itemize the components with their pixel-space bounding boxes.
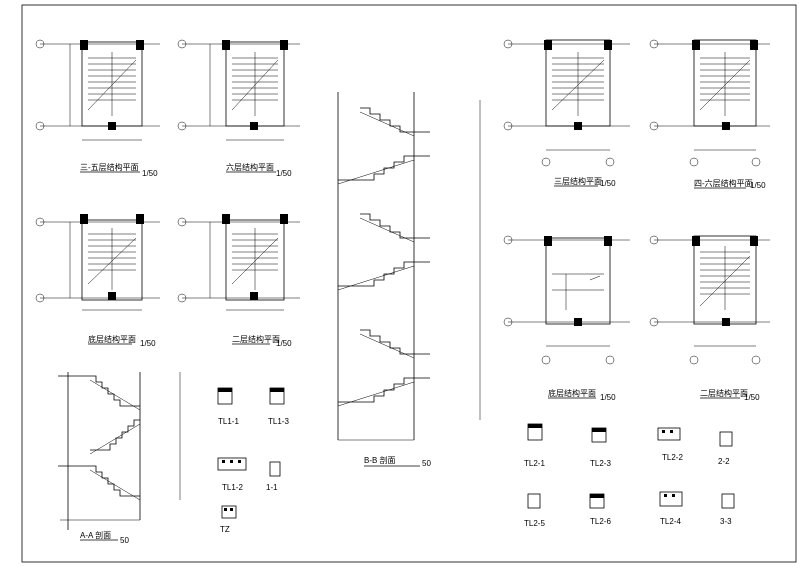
section-aa-title: A-A 剖面 [80, 530, 111, 540]
detail-label-tl1-3: TL1-3 [268, 417, 289, 426]
plan-6-scale: 1/50 [750, 181, 766, 190]
detail-label-tl1-1: TL1-1 [218, 417, 239, 426]
section-aa-scale: 50 [120, 536, 129, 545]
detail-label-1-1: 1-1 [266, 483, 278, 492]
detail-label-2-2: 2-2 [718, 457, 730, 466]
detail-label-tl2-5: TL2-5 [524, 519, 545, 528]
detail-label-tl2-1: TL2-1 [524, 459, 545, 468]
detail-label-tl1-2: TL1-2 [222, 483, 243, 492]
plan-2-title: 六层结构平面 [226, 162, 274, 172]
plan-2nd-floor-left: 二层结构平面 1/50 [177, 214, 300, 348]
detail-label-tl2-3: TL2-3 [590, 459, 611, 468]
beam-details-tl1: TL1-1 TL1-3 TL1-2 1-1 TZ [217, 387, 289, 534]
plan-3-title: 底层结构平面 [88, 334, 136, 344]
section-bb-title: B-B 剖面 [364, 455, 396, 465]
section-a-a: A-A 剖面 50 [58, 372, 181, 545]
plan-3-scale: 1/50 [140, 339, 156, 348]
plan-8-title: 二层结构平面 [700, 388, 748, 398]
plan-7-title: 底层结构平面 [548, 388, 596, 398]
plan-2-scale: 1/50 [276, 169, 292, 178]
detail-label-tz: TZ [220, 525, 230, 534]
plan-3rd-floor-right: 三层结构平面 1/50 [503, 39, 630, 188]
section-b-b: B-B 剖面 50 [337, 92, 481, 468]
plan-1-title: 三-五层结构平面 [80, 162, 139, 172]
plan-6-title: 四-六层结构平面 [694, 178, 753, 188]
plan-6-floor: 六层结构平面 1/50 [177, 39, 300, 178]
plan-8-scale: 1/50 [744, 393, 760, 402]
sheet-border [21, 4, 797, 563]
plan-4-title: 二层结构平面 [232, 334, 280, 344]
detail-label-tl2-4: TL2-4 [660, 517, 681, 526]
detail-label-tl2-6: TL2-6 [590, 517, 611, 526]
detail-label-tl2-2: TL2-2 [662, 453, 683, 462]
plan-1-scale: 1/50 [142, 169, 158, 178]
plan-ground-floor-right: 底层结构平面 1/50 [503, 235, 630, 402]
section-bb-scale: 50 [422, 459, 431, 468]
detail-label-3-3: 3-3 [720, 517, 732, 526]
plan-5-scale: 1/50 [600, 179, 616, 188]
plan-5-title: 三层结构平面 [554, 176, 602, 186]
plan-4-scale: 1/50 [276, 339, 292, 348]
plan-3-5-floor: 三-五层结构平面 1/50 [35, 39, 160, 178]
beam-details-tl2: TL2-1 TL2-3 TL2-2 2-2 TL2-5 TL2-6 TL2-4 … [524, 423, 735, 528]
plan-ground-floor-left: 底层结构平面 1/50 [35, 214, 160, 348]
plan-2nd-floor-right: 二层结构平面 1/50 [649, 235, 770, 402]
plan-4-6-floor-right: 四-六层结构平面 1/50 [649, 39, 770, 190]
plan-7-scale: 1/50 [600, 393, 616, 402]
